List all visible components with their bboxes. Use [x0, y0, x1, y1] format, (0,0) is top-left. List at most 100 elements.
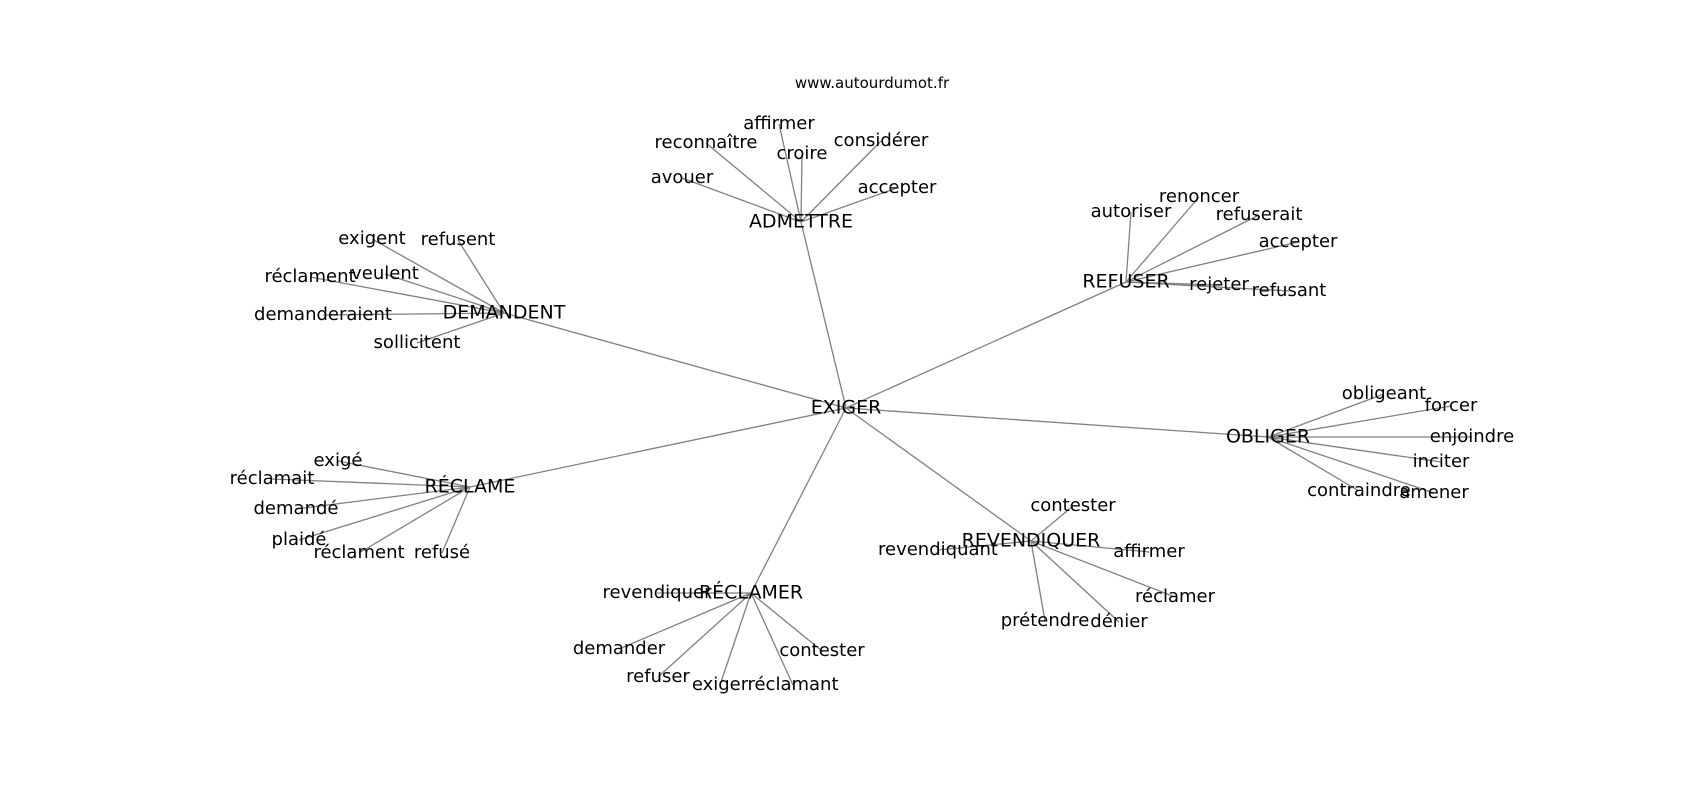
- word-node[interactable]: réclament: [264, 266, 355, 287]
- hub-node[interactable]: RÉCLAMER: [699, 581, 803, 604]
- edge-hub-to-word: [778, 123, 802, 223]
- edge-hub-to-word: [800, 140, 882, 223]
- edge-hub-to-word: [1125, 214, 1260, 283]
- word-node[interactable]: contester: [779, 640, 865, 661]
- edge-hub-to-word: [371, 238, 505, 314]
- edge-hub-to-word: [337, 460, 471, 488]
- word-node[interactable]: réclament: [313, 542, 404, 563]
- hub-node[interactable]: REVENDIQUER: [962, 530, 1101, 552]
- word-node[interactable]: accepter: [1259, 231, 1338, 252]
- edge-hub-to-word: [1267, 436, 1435, 494]
- edge-hub-to-word: [295, 486, 471, 510]
- word-node[interactable]: refusant: [1252, 280, 1327, 301]
- hub-node[interactable]: ADMETTRE: [749, 211, 853, 233]
- word-node[interactable]: enjoindre: [1430, 426, 1514, 447]
- word-node[interactable]: autoriser: [1091, 201, 1172, 222]
- edge-hub-to-word: [618, 592, 752, 650]
- word-node[interactable]: veulent: [351, 263, 419, 284]
- edge-hub-to-word: [937, 540, 1032, 551]
- site-watermark: www.autourdumot.fr: [795, 74, 950, 92]
- edge-hub-to-word: [750, 592, 823, 652]
- word-node[interactable]: affirmer: [1113, 541, 1185, 562]
- edge-hub-to-word: [457, 239, 505, 314]
- edge-hub-to-word: [1030, 540, 1120, 623]
- word-node[interactable]: refuserait: [1216, 204, 1303, 225]
- word-node[interactable]: refusé: [414, 542, 470, 563]
- word-node[interactable]: forcer: [1425, 395, 1478, 416]
- word-node[interactable]: reconnaître: [655, 132, 758, 153]
- word-node[interactable]: exigé: [314, 450, 363, 471]
- edge-hub-to-word: [271, 478, 471, 488]
- edge-center-to-hub: [503, 312, 847, 409]
- edge-hub-to-word: [657, 592, 752, 678]
- hub-node[interactable]: DEMANDENT: [443, 302, 566, 324]
- edge-center-to-hub: [469, 407, 847, 488]
- word-node[interactable]: dénier: [1090, 611, 1148, 632]
- edge-hub-to-word: [750, 592, 794, 686]
- edge-hub-to-word: [1125, 211, 1132, 283]
- edge-center-to-hub: [845, 281, 1127, 409]
- word-node[interactable]: obligeant: [1342, 383, 1426, 404]
- edge-hub-to-word: [384, 273, 505, 314]
- edge-hub-to-word: [800, 187, 898, 223]
- word-node[interactable]: réclamer: [1135, 586, 1216, 607]
- word-node[interactable]: demander: [573, 638, 666, 659]
- hub-node[interactable]: OBLIGER: [1226, 426, 1310, 448]
- edge-center-to-hub: [845, 407, 1032, 542]
- edge-hub-to-word: [298, 486, 471, 541]
- word-node[interactable]: avouer: [651, 167, 714, 188]
- word-node[interactable]: refuser: [626, 666, 690, 687]
- edge-hub-to-word: [1125, 281, 1290, 292]
- word-node[interactable]: contraindre: [1307, 480, 1411, 501]
- edge-hub-to-word: [441, 486, 471, 554]
- edge-hub-to-word: [1125, 196, 1200, 283]
- edge-hub-to-word: [1030, 505, 1074, 542]
- word-node[interactable]: réclamait: [230, 468, 315, 489]
- word-node[interactable]: renoncer: [1159, 186, 1240, 207]
- edge-hub-to-word: [800, 153, 803, 223]
- edge-hub-to-word: [1267, 436, 1360, 492]
- word-node[interactable]: considérer: [834, 130, 929, 151]
- hub-node[interactable]: RÉCLAME: [425, 475, 516, 498]
- edge-hub-to-word: [1267, 393, 1385, 438]
- edge-hub-to-word: [1030, 540, 1176, 598]
- word-node[interactable]: prétendre: [1001, 610, 1090, 631]
- edge-hub-to-word: [705, 142, 802, 223]
- edge-center-to-hub: [800, 221, 847, 409]
- edge-center-to-hub: [845, 407, 1269, 438]
- edge-hub-to-word: [309, 276, 505, 314]
- word-node[interactable]: refusent: [421, 229, 496, 250]
- edge-hub-to-word: [1125, 241, 1299, 283]
- edge-hub-to-word: [322, 312, 505, 316]
- edge-hub-to-word: [719, 592, 752, 686]
- word-node[interactable]: revendiquer: [603, 582, 713, 603]
- word-node[interactable]: réclamant: [747, 674, 838, 695]
- word-node[interactable]: amener: [1399, 482, 1469, 503]
- edge-hub-to-word: [681, 177, 802, 223]
- word-node[interactable]: demandé: [254, 498, 339, 519]
- word-node[interactable]: accepter: [858, 177, 937, 198]
- edge-hub-to-word: [416, 312, 505, 344]
- word-node[interactable]: exiger: [692, 674, 749, 695]
- edge-hub-to-word: [1267, 436, 1442, 463]
- graph-labels: www.autourdumot.fr EXIGER affirmerreconn…: [230, 74, 1515, 695]
- word-node[interactable]: revendiquant: [878, 539, 998, 560]
- hub-node[interactable]: REFUSER: [1082, 271, 1169, 293]
- word-node[interactable]: contester: [1030, 495, 1116, 516]
- edge-hub-to-word: [358, 486, 471, 554]
- word-node[interactable]: croire: [777, 143, 828, 164]
- word-node[interactable]: plaidé: [272, 529, 327, 550]
- edge-center-to-hub: [750, 407, 847, 594]
- center-node[interactable]: EXIGER: [811, 397, 882, 419]
- word-node[interactable]: sollicitent: [374, 332, 461, 353]
- word-node[interactable]: inciter: [1413, 451, 1470, 472]
- word-node[interactable]: affirmer: [743, 113, 815, 134]
- edge-hub-to-word: [1267, 405, 1452, 438]
- edge-hub-to-word: [1030, 540, 1150, 553]
- word-node[interactable]: demanderaient: [254, 304, 392, 325]
- word-node[interactable]: exigent: [338, 228, 405, 249]
- word-node[interactable]: rejeter: [1189, 274, 1249, 295]
- graph-edges: [271, 123, 1472, 686]
- edge-hub-to-word: [1030, 540, 1046, 622]
